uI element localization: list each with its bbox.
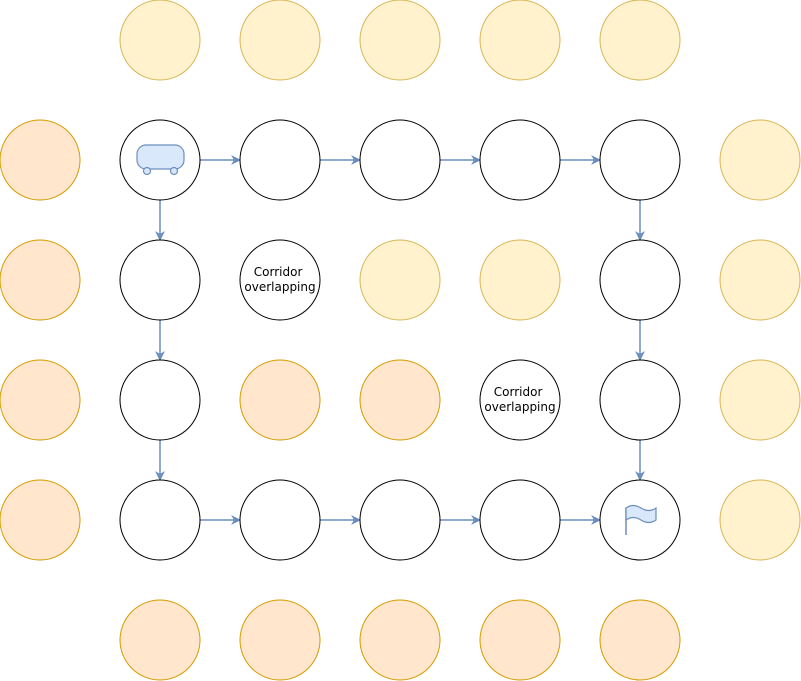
corridor-label-line: overlapping	[244, 280, 315, 294]
corridor-label-line: Corridor	[254, 265, 303, 279]
yellow-node	[719, 119, 801, 201]
path-node	[479, 479, 561, 561]
orange-node	[239, 599, 321, 681]
path-node	[359, 119, 441, 201]
yellow-node	[119, 0, 201, 81]
path-node	[599, 359, 681, 441]
yellow-nodes	[119, 0, 801, 561]
orange-node	[359, 359, 441, 441]
corridor-label-line: Corridor	[494, 385, 543, 399]
path-node	[359, 479, 441, 561]
flag-icon	[625, 504, 657, 535]
orange-node	[599, 599, 681, 681]
tank-car-wheel	[169, 166, 179, 176]
path-node	[119, 479, 201, 561]
tank-car-body	[136, 144, 185, 170]
corridor-label-line: overlapping	[484, 400, 555, 414]
yellow-node	[359, 0, 441, 81]
orange-node	[239, 359, 321, 441]
corridor-label-1: Corridor overlapping	[244, 265, 315, 294]
path-node	[119, 359, 201, 441]
path-node	[479, 119, 561, 201]
flag-cloth	[625, 504, 657, 524]
path-node	[239, 479, 321, 561]
corridor-node	[479, 359, 561, 441]
yellow-node	[479, 239, 561, 321]
path-node	[239, 119, 321, 201]
orange-node	[0, 359, 81, 441]
tank-car-icon	[136, 144, 185, 176]
orange-nodes	[0, 119, 681, 681]
corridor-label-2: Corridor overlapping	[484, 385, 555, 414]
orange-node	[0, 479, 81, 561]
path-edges	[155, 155, 645, 525]
orange-node	[0, 119, 81, 201]
orange-node	[119, 599, 201, 681]
yellow-node	[479, 0, 561, 81]
yellow-node	[719, 359, 801, 441]
path-node	[599, 119, 681, 201]
yellow-node	[719, 239, 801, 321]
orange-node	[359, 599, 441, 681]
corridor-node	[239, 239, 321, 321]
path-node	[599, 239, 681, 321]
yellow-node	[719, 479, 801, 561]
orange-node	[0, 239, 81, 321]
path-node	[119, 239, 201, 321]
yellow-node	[359, 239, 441, 321]
path-nodes	[119, 119, 681, 561]
orange-node	[479, 599, 561, 681]
yellow-node	[599, 0, 681, 81]
yellow-node	[239, 0, 321, 81]
tank-car-wheel	[142, 166, 152, 176]
